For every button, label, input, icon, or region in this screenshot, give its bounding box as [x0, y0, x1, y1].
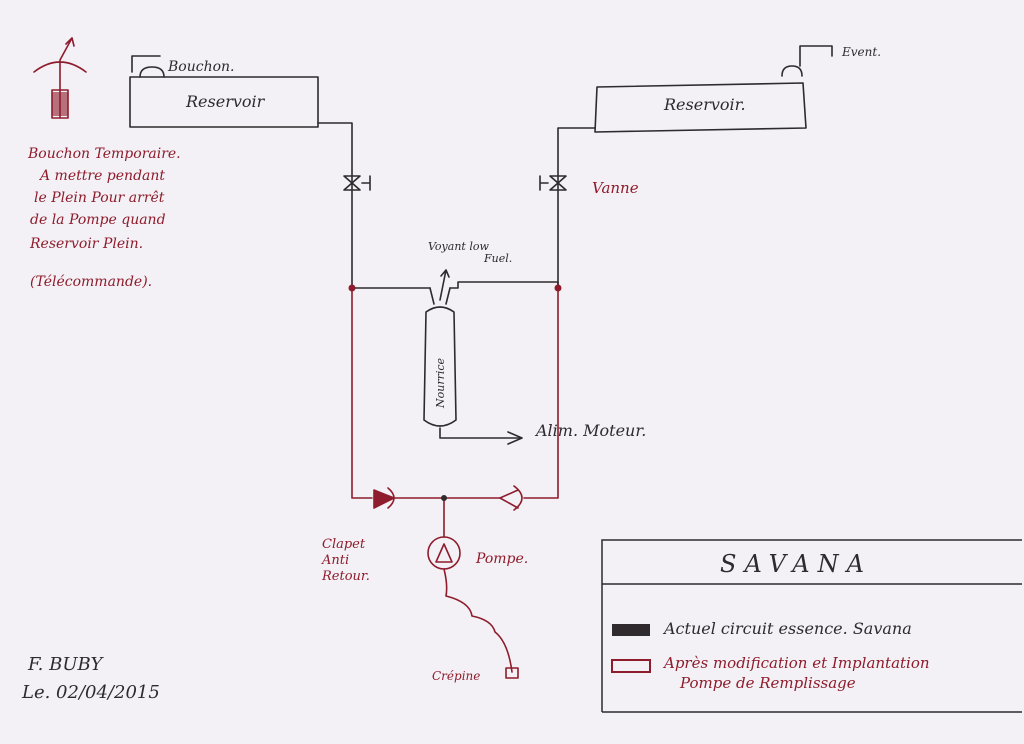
label-crepine: Crépine	[432, 669, 480, 683]
label-clapet-2: Anti	[321, 553, 349, 568]
author-name: F. BUBY	[27, 654, 104, 675]
legend-title: SAVANA	[720, 550, 872, 578]
alim-arrow-icon	[507, 431, 523, 445]
label-nourrice: Nourrice	[434, 357, 447, 409]
label-clapet-3: Retour.	[321, 569, 370, 584]
note-line-1: Bouchon Temporaire.	[27, 146, 181, 162]
label-vanne: Vanne	[592, 179, 639, 197]
label-event: Event.	[841, 45, 881, 59]
note-line-3: le Plein Pour arrêt	[34, 190, 165, 206]
legend-item-2: Après modification et Implantation	[662, 654, 930, 672]
label-reservoir-right: Reservoir.	[663, 95, 746, 114]
legend-swatch-red	[611, 659, 651, 673]
check-valve-right	[499, 489, 519, 509]
valve-right	[549, 175, 567, 191]
label-reservoir-left: Reservoir	[185, 92, 266, 111]
label-clapet-1: Clapet	[322, 537, 366, 552]
check-valve-left	[373, 489, 395, 509]
strainer-crepine	[505, 667, 519, 679]
author-date: Le. 02/04/2015	[21, 682, 160, 703]
reservoir-right	[594, 82, 807, 133]
legend-item-1: Actuel circuit essence. Savana	[662, 619, 912, 638]
level-indicator-arrow	[439, 269, 450, 301]
legend-box: SAVANA Actuel circuit essence. Savana Ap…	[601, 539, 1022, 713]
note-line-4: de la Pompe quand	[30, 212, 166, 228]
note-line-2: A mettre pendant	[38, 168, 165, 184]
legend-item-2b: Pompe de Remplissage	[679, 674, 856, 692]
note-line-5: Reservoir Plein.	[29, 236, 143, 252]
label-bouchon: Bouchon.	[167, 59, 235, 75]
note-line-6: (Télécommande).	[30, 274, 152, 290]
reservoir-left	[129, 76, 319, 128]
legend-swatch-black	[612, 624, 650, 636]
cap-bouchon	[131, 55, 165, 78]
valve-left	[343, 175, 361, 191]
pump	[427, 536, 461, 570]
vent-event	[781, 45, 833, 77]
label-pompe: Pompe.	[475, 551, 528, 567]
label-alim-moteur: Alim. Moteur.	[534, 421, 646, 440]
label-voyant-2: Fuel.	[483, 252, 512, 265]
temporary-cap-icon	[33, 37, 87, 119]
label-voyant: Voyant low	[428, 240, 489, 253]
nourrice-tank	[423, 306, 457, 427]
